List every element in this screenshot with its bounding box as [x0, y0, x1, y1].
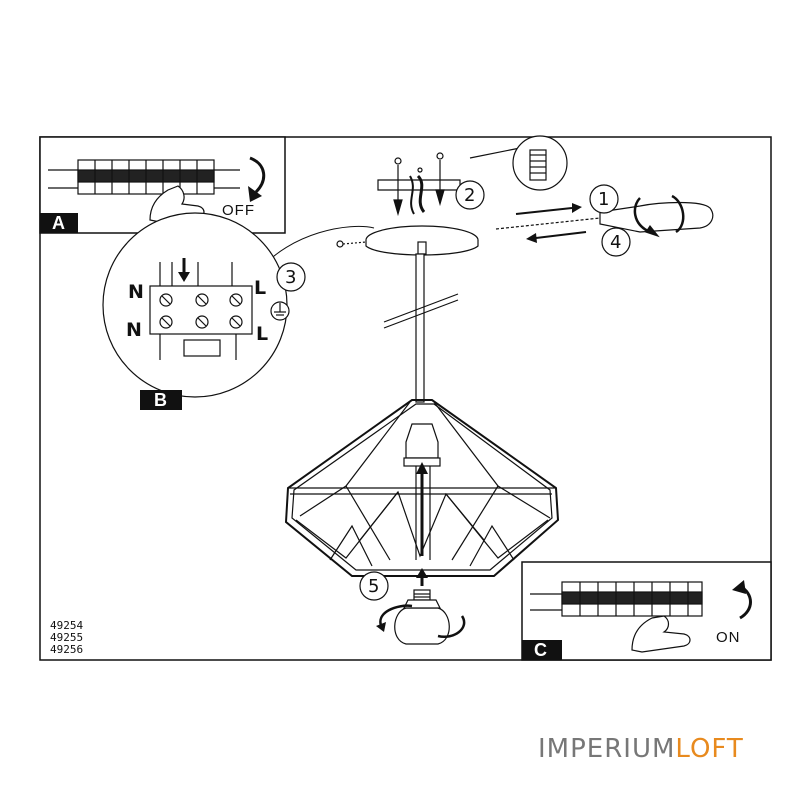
model-number: 49256	[50, 643, 84, 656]
terminal-l-bottom: L	[256, 323, 268, 345]
panel-b-tag: B	[140, 390, 182, 410]
mounting-bracket	[377, 152, 461, 217]
ceiling-canopy	[336, 225, 479, 256]
arrow-up-bulb	[416, 568, 428, 586]
step-1-marker: 1	[589, 184, 619, 214]
svg-text:4: 4	[610, 232, 621, 253]
anchor-detail-callout	[469, 135, 568, 191]
arrow-out-step-4	[526, 231, 587, 243]
terminal-block	[149, 262, 253, 360]
suspension-rod	[383, 241, 459, 403]
svg-text:1: 1	[598, 189, 609, 210]
model-number: 49254	[50, 619, 84, 632]
diagram-frame	[39, 136, 772, 661]
brand-accent: LOFT	[675, 734, 744, 764]
brand-main: IMPERIUM	[538, 734, 676, 764]
step-2-marker: 2	[455, 180, 485, 210]
ground-icon	[270, 301, 290, 321]
step-4-marker: 4	[601, 227, 631, 257]
wiring-detail: N L N L 3	[102, 212, 375, 398]
breaker-strip-c	[530, 581, 703, 617]
svg-text:2: 2	[464, 185, 475, 206]
step-5-marker: 5	[359, 571, 389, 601]
on-label: ON	[716, 629, 741, 646]
svg-text:3: 3	[285, 267, 296, 288]
arrow-in-step-1	[515, 203, 582, 215]
panel-c: ON C	[521, 561, 772, 661]
light-bulb	[394, 589, 450, 645]
arrow-up-socket	[416, 462, 428, 556]
off-label: OFF	[222, 202, 255, 219]
terminal-n-top: N	[128, 281, 144, 303]
panel-a: OFF A	[39, 136, 286, 234]
terminal-n-bottom: N	[126, 319, 142, 341]
model-number-list: 49254 49255 49256	[50, 620, 83, 656]
svg-text:5: 5	[368, 576, 379, 597]
panel-c-label: C	[534, 640, 547, 660]
brand-watermark: IMPERIUMLOFT	[538, 734, 744, 764]
hand-icon	[631, 615, 691, 653]
panel-b-label: B	[154, 390, 167, 410]
curved-arrow-down-icon	[249, 156, 266, 194]
terminal-l-top: L	[254, 277, 266, 299]
breaker-strip-a	[48, 159, 240, 195]
step-3-marker: 3	[276, 262, 306, 292]
panel-a-label: A	[52, 213, 65, 233]
model-number: 49255	[50, 631, 84, 644]
screwdriver-icon	[495, 194, 714, 238]
